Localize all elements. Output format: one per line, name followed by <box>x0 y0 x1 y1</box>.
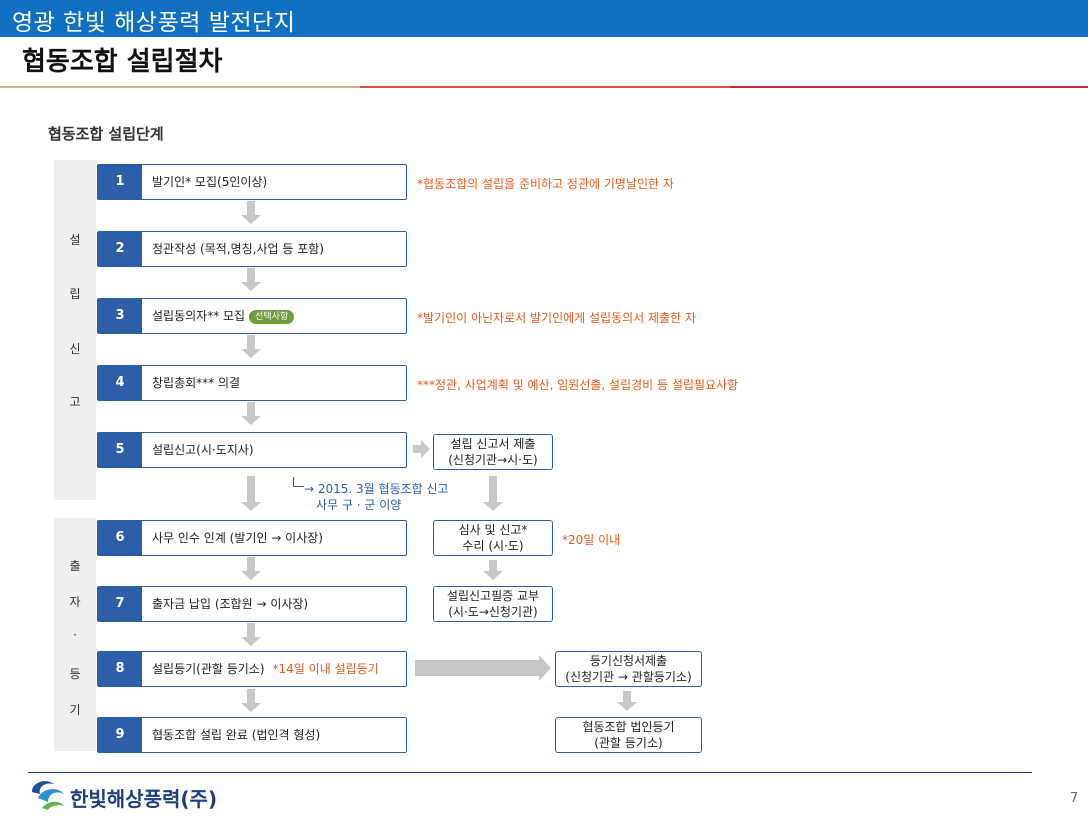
step-label: 정관작성 (목적,명칭,사업 등 포함) <box>152 242 324 256</box>
phase-char: 신 <box>69 342 81 356</box>
divider-segment-3 <box>730 86 1088 88</box>
phase-panel-investment <box>54 518 96 751</box>
company-brand: 한빛해상풍력(주) <box>70 787 218 811</box>
long-right-arrow-head <box>539 655 551 681</box>
step-number: 2 <box>98 232 142 266</box>
side-box-line: 심사 및 신고* <box>458 523 528 537</box>
step-number: 5 <box>98 433 142 467</box>
phase-char: · <box>73 628 77 642</box>
page-title: 협동조합 설립절차 <box>22 47 223 77</box>
project-title: 영광 한빛 해상풍력 발전단지 <box>12 10 296 36</box>
note-step-1: *협동조합의 설립을 준비하고 정관에 기명날인한 자 <box>417 177 674 191</box>
logo-swirl-icon <box>32 781 64 810</box>
phase-char: 기 <box>69 703 81 717</box>
step-label: 설립동의자** 모집 <box>152 309 246 323</box>
step-label: 설립신고(시·도지사) <box>152 443 254 457</box>
step-8: 8 설립등기(관할 등기소) *14일 이내 설립등기 <box>97 651 407 687</box>
footer-divider <box>28 772 1032 773</box>
bracket-line <box>293 477 304 487</box>
page-number: 7 <box>1070 791 1079 806</box>
note-step-6: *20일 이내 <box>562 533 621 547</box>
side-box-certificate: 설립신고필증 교부 (시·도→신청기관) <box>433 586 553 622</box>
step-1: 1 발기인* 모집(5인이상) <box>97 164 407 200</box>
side-box-line: 설립신고필증 교부 <box>446 589 540 603</box>
step-label: 창립총회*** 의결 <box>152 376 241 390</box>
step-number: 1 <box>98 165 142 199</box>
step-number: 3 <box>98 299 142 333</box>
phase-char: 등 <box>69 667 81 681</box>
step-label: 발기인* 모집(5인이상) <box>152 175 268 189</box>
divider-segment-2 <box>360 86 730 88</box>
side-box-line: (신청기관→시·도) <box>448 453 538 467</box>
side-box-line: (신청기관 → 관할등기소) <box>565 670 692 684</box>
phase-char: 출 <box>69 559 81 573</box>
side-box-registration-application: 등기신청서제출 (신청기관 → 관할등기소) <box>555 651 702 687</box>
optional-tag: 선택사항 <box>249 309 295 324</box>
divider-segment-1 <box>0 86 360 88</box>
side-box-line: (시·도→신청기관) <box>448 605 538 619</box>
long-right-arrow-icon <box>415 660 539 676</box>
step-5: 5 설립신고(시·도지사) <box>97 432 407 468</box>
side-box-line: 설립 신고서 제출 <box>450 437 536 451</box>
step-label-wrap: 설립등기(관할 등기소) *14일 이내 설립등기 <box>152 652 379 686</box>
step-2: 2 정관작성 (목적,명칭,사업 등 포함) <box>97 231 407 267</box>
phase-char: 자 <box>69 595 81 609</box>
side-box-corporate-registration: 협동조합 법인등기 (관할 등기소) <box>555 717 702 753</box>
step-number: 6 <box>98 521 142 555</box>
side-box-line: 등기신청서제출 <box>589 654 668 668</box>
side-box-line: 수리 (시·도) <box>462 539 524 553</box>
note-step-4: ***정관, 사업계획 및 예산, 임원선출, 설립경비 등 설립필요사항 <box>417 378 739 392</box>
phase-char: 설 <box>69 233 81 247</box>
step-label: 협동조합 설립 완료 (법인격 형성) <box>152 728 321 742</box>
side-box-review: 심사 및 신고* 수리 (시·도) <box>433 520 553 556</box>
step-6: 6 사무 인수 인계 (발기인 → 이사장) <box>97 520 407 556</box>
step-number: 8 <box>98 652 142 686</box>
step-number: 9 <box>98 718 142 752</box>
transfer-note-line-1: → 2015. 3월 협동조합 신고 <box>304 482 449 496</box>
transfer-note-line-2: 사무 구 · 군 이양 <box>316 498 402 512</box>
right-arrow-head <box>421 440 430 458</box>
step-4: 4 창립총회*** 의결 <box>97 365 407 401</box>
step-label: 설립등기(관할 등기소) <box>152 662 265 676</box>
header-bar: 영광 한빛 해상풍력 발전단지 <box>0 0 1088 37</box>
phase-panel-registration <box>54 160 96 500</box>
side-box-line: (관할 등기소) <box>594 736 663 750</box>
note-step-3: *발기인이 아닌자로서 발기인에게 설립동의서 제출한 자 <box>417 311 696 325</box>
side-box-submit-report: 설립 신고서 제출 (신청기관→시·도) <box>433 434 553 470</box>
step-7: 7 출자금 납입 (조합원 → 이사장) <box>97 586 407 622</box>
side-box-line: 협동조합 법인등기 <box>582 720 675 734</box>
step-label: 사무 인수 인계 (발기인 → 이사장) <box>152 531 323 545</box>
section-title: 협동조합 설립단계 <box>48 125 164 143</box>
step-9: 9 협동조합 설립 완료 (법인격 형성) <box>97 717 407 753</box>
step-number: 4 <box>98 366 142 400</box>
step-inline-note: *14일 이내 설립등기 <box>272 662 379 676</box>
step-label: 출자금 납입 (조합원 → 이사장) <box>152 597 309 611</box>
phase-char: 고 <box>69 395 81 409</box>
right-arrow-icon <box>413 445 421 453</box>
phase-char: 립 <box>69 287 81 301</box>
step-number: 7 <box>98 587 142 621</box>
